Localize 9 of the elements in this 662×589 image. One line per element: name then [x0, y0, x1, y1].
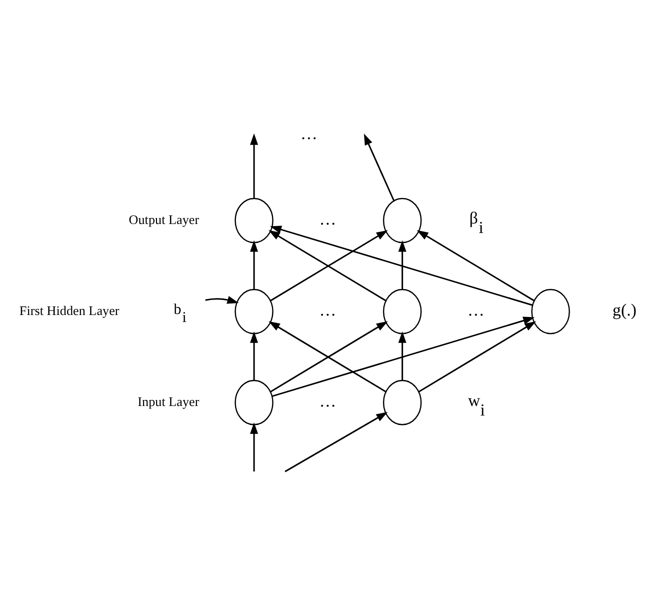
- label: …: [319, 391, 336, 410]
- label: …: [468, 300, 484, 320]
- node-label: g(.): [612, 300, 636, 320]
- label: Input Layer: [138, 394, 200, 409]
- label: …: [319, 209, 336, 228]
- label: …: [319, 300, 336, 320]
- label: First Hidden Layer: [19, 302, 120, 318]
- label: Output Layer: [128, 211, 200, 226]
- label: …: [300, 123, 318, 142]
